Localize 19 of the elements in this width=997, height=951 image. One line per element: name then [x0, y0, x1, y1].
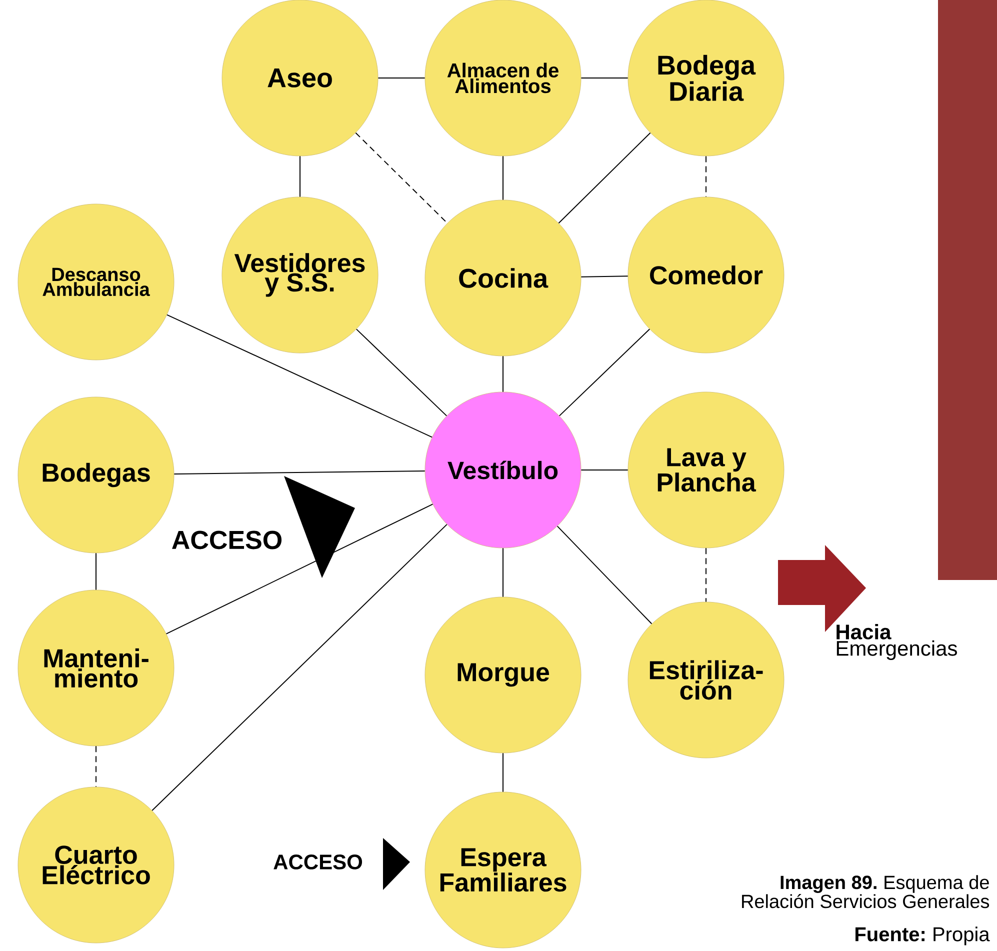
connector-line — [556, 526, 652, 624]
source-note: Fuente: Propia — [856, 926, 990, 946]
connector-line — [174, 470, 426, 475]
connector-line — [355, 132, 448, 224]
connector-line — [502, 548, 504, 598]
connector-line — [558, 132, 651, 224]
connector-line — [166, 314, 433, 438]
connector-line — [152, 524, 448, 812]
connector-line — [502, 356, 504, 392]
destination-label: Hacia Emergencias — [836, 624, 957, 660]
access-label: ACCESO — [172, 530, 282, 550]
connector-line — [502, 156, 504, 200]
connector-line — [502, 752, 504, 792]
connector-line — [558, 328, 650, 416]
connector-line — [166, 504, 434, 634]
caption: Imagen 89. Esquema de Relación Servicios Generales — [742, 875, 990, 908]
connector-line — [356, 328, 448, 416]
access-label: ACCESO — [274, 854, 362, 870]
connector-line — [580, 276, 628, 278]
